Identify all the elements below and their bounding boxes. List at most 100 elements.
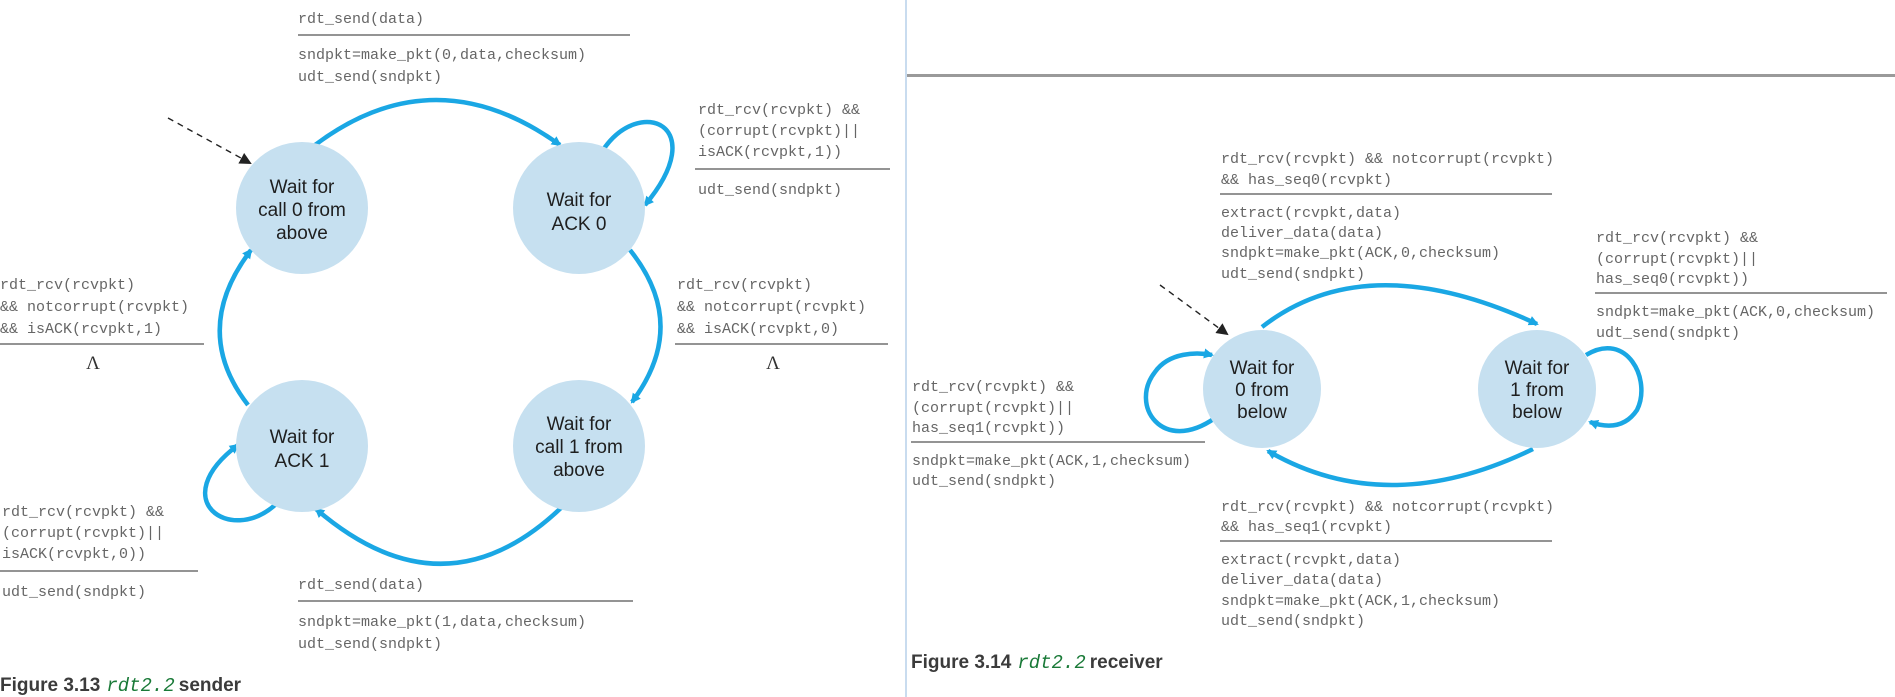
initial-state-arrow	[1159, 284, 1229, 336]
transition-action: sndpkt=make_pkt(ACK,0,checksum)	[1221, 245, 1500, 262]
state-wait-call1: Wait for call 1 from above	[513, 380, 645, 512]
transition-self-ack1-label: rdt_rcv(rcvpkt) && (corrupt(rcvpkt)|| is…	[0, 504, 198, 601]
transition-right-label: rdt_rcv(rcvpkt) && notcorrupt(rcvpkt) &&…	[675, 277, 888, 374]
transition-event: rdt_rcv(rcvpkt) &&	[698, 102, 860, 119]
state-label: Wait for	[270, 177, 335, 198]
state-label: below	[1512, 402, 1562, 423]
arc-top	[313, 97, 562, 147]
transition-action: sndpkt=make_pkt(ACK,1,checksum)	[912, 453, 1191, 470]
receiver-fsm-diagram: Wait for 0 from below Wait for 1 from be…	[911, 151, 1887, 630]
state-label: below	[1237, 402, 1287, 423]
transition-self-r1-label: rdt_rcv(rcvpkt) && (corrupt(rcvpkt)|| ha…	[1595, 230, 1887, 342]
transition-left-label: rdt_rcv(rcvpkt) && notcorrupt(rcvpkt) &&…	[0, 277, 204, 374]
arc-bottom	[314, 504, 565, 566]
state-wait-ack1: Wait for ACK 1	[236, 380, 368, 512]
caption-code: rdt2.2	[106, 675, 175, 697]
transition-event: rdt_rcv(rcvpkt) &&	[2, 504, 164, 521]
transition-self-r0-label: rdt_rcv(rcvpkt) && (corrupt(rcvpkt)|| ha…	[911, 379, 1205, 490]
transition-event: rdt_rcv(rcvpkt) &&	[912, 379, 1074, 396]
transition-action: udt_send(sndpkt)	[1221, 613, 1365, 630]
lambda-action: Λ	[86, 353, 100, 374]
arc-self-ack1	[202, 443, 277, 523]
state-label: call 0 from	[258, 200, 346, 221]
transition-event: rdt_rcv(rcvpkt) && notcorrupt(rcvpkt)	[1221, 499, 1554, 516]
state-label: above	[553, 460, 605, 481]
receiver-figure: Wait for 0 from below Wait for 1 from be…	[907, 0, 1895, 697]
arc-bottom	[1266, 446, 1534, 488]
arc-self-r0	[1143, 348, 1217, 434]
sender-fsm-diagram: Wait for call 0 from above Wait for ACK …	[0, 11, 890, 653]
state-label: ACK 0	[552, 214, 607, 235]
state-label: Wait for	[270, 427, 335, 448]
transition-action: extract(rcvpkt,data)	[1221, 205, 1401, 222]
transition-event: rdt_rcv(rcvpkt) && notcorrupt(rcvpkt)	[1221, 151, 1554, 168]
transition-event: isACK(rcvpkt,0))	[2, 546, 146, 563]
initial-state-arrow	[167, 117, 252, 164]
transition-action: sndpkt=make_pkt(1,data,checksum)	[298, 614, 586, 631]
transition-top-label: rdt_send(data) sndpkt=make_pkt(0,data,ch…	[298, 11, 630, 86]
state-label: Wait for	[547, 414, 612, 435]
transition-action: udt_send(sndpkt)	[912, 473, 1056, 490]
transition-action: extract(rcvpkt,data)	[1221, 552, 1401, 569]
state-wait-0-below: Wait for 0 from below	[1203, 330, 1321, 448]
state-label: 0 from	[1235, 380, 1289, 401]
arc-self-r1	[1584, 346, 1644, 430]
transition-top-label: rdt_rcv(rcvpkt) && notcorrupt(rcvpkt) &&…	[1220, 151, 1554, 283]
transition-event: && isACK(rcvpkt,0)	[677, 321, 839, 338]
transition-event: (corrupt(rcvpkt)||	[912, 400, 1074, 417]
state-wait-call0: Wait for call 0 from above	[236, 142, 368, 274]
arc-left	[217, 248, 253, 407]
transition-bottom-label: rdt_send(data) sndpkt=make_pkt(1,data,ch…	[298, 577, 633, 653]
arc-self-ack0	[601, 119, 675, 207]
transition-event: rdt_send(data)	[298, 11, 424, 28]
transition-action: udt_send(sndpkt)	[298, 69, 442, 86]
state-label: above	[276, 223, 328, 244]
state-label: Wait for	[1230, 358, 1295, 379]
transition-event: rdt_send(data)	[298, 577, 424, 594]
transition-action: udt_send(sndpkt)	[1596, 325, 1740, 342]
caption-prefix: Figure 3.14	[911, 652, 1012, 673]
transition-event: && has_seq0(rcvpkt)	[1221, 172, 1392, 189]
state-wait-ack0: Wait for ACK 0	[513, 142, 645, 274]
transition-event: (corrupt(rcvpkt)||	[698, 123, 860, 140]
transition-event: has_seq0(rcvpkt))	[1596, 271, 1749, 288]
state-label: ACK 1	[275, 451, 330, 472]
transition-event: isACK(rcvpkt,1))	[698, 144, 842, 161]
caption-code: rdt2.2	[1017, 652, 1086, 674]
transition-event: && has_seq1(rcvpkt)	[1221, 519, 1392, 536]
transition-action: sndpkt=make_pkt(0,data,checksum)	[298, 47, 586, 64]
transition-event: && isACK(rcvpkt,1)	[0, 321, 162, 338]
transition-action: udt_send(sndpkt)	[2, 584, 146, 601]
transition-self-ack0-label: rdt_rcv(rcvpkt) && (corrupt(rcvpkt)|| is…	[695, 102, 890, 199]
caption-prefix: Figure 3.13	[0, 675, 101, 696]
panel-divider	[905, 0, 907, 697]
transition-action: udt_send(sndpkt)	[698, 182, 842, 199]
transition-action: udt_send(sndpkt)	[298, 636, 442, 653]
transition-action: sndpkt=make_pkt(ACK,0,checksum)	[1596, 304, 1875, 321]
transition-event: rdt_rcv(rcvpkt)	[0, 277, 135, 294]
state-label: 1 from	[1510, 380, 1564, 401]
state-wait-1-below: Wait for 1 from below	[1478, 330, 1596, 448]
lambda-action: Λ	[766, 353, 780, 374]
transition-action: udt_send(sndpkt)	[1221, 266, 1365, 283]
transition-event: (corrupt(rcvpkt)||	[1596, 251, 1758, 268]
caption-suffix: receiver	[1089, 652, 1163, 673]
state-label: Wait for	[547, 190, 612, 211]
transition-event: && notcorrupt(rcvpkt)	[0, 299, 189, 316]
transition-event: && notcorrupt(rcvpkt)	[677, 299, 866, 316]
transition-action: deliver_data(data)	[1221, 225, 1383, 242]
caption-suffix: sender	[178, 675, 242, 696]
transition-action: deliver_data(data)	[1221, 572, 1383, 589]
transition-bottom-label: rdt_rcv(rcvpkt) && notcorrupt(rcvpkt) &&…	[1220, 499, 1554, 630]
transition-event: has_seq1(rcvpkt))	[912, 420, 1065, 437]
arc-right	[628, 248, 663, 404]
state-label: Wait for	[1505, 358, 1570, 379]
transition-event: rdt_rcv(rcvpkt)	[677, 277, 812, 294]
arc-top	[1260, 283, 1539, 329]
transition-action: sndpkt=make_pkt(ACK,1,checksum)	[1221, 593, 1500, 610]
header-rule	[907, 74, 1895, 77]
state-label: call 1 from	[535, 437, 623, 458]
transition-event: (corrupt(rcvpkt)||	[2, 525, 164, 542]
